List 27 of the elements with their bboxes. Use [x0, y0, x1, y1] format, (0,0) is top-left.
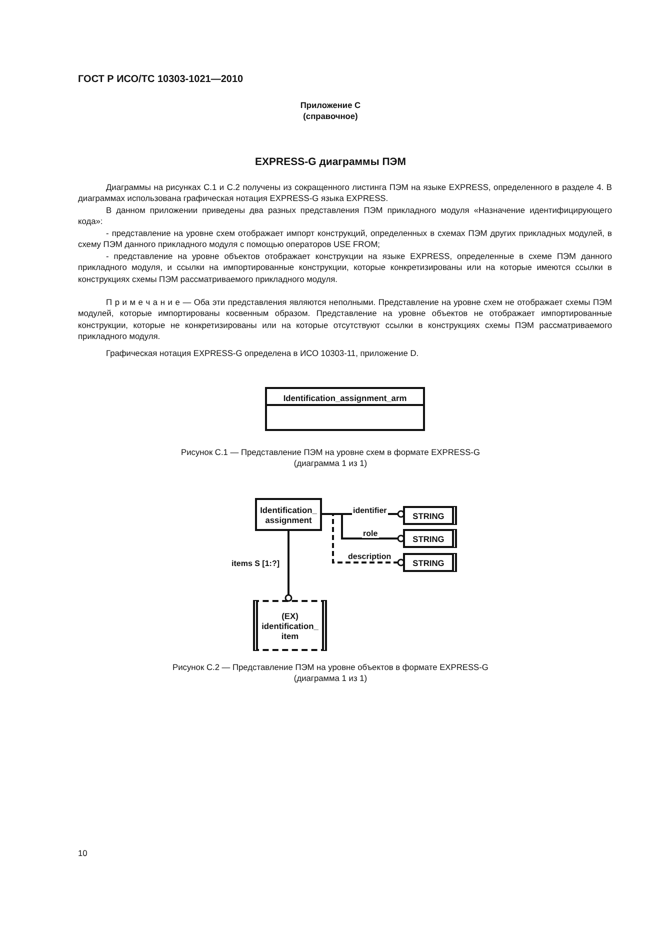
edge-label: identifier [352, 506, 388, 514]
paragraph: В данном приложении приведены два разных представления ПЭМ прикладного модуля «Назначение идентифицирующего кода»: [78, 205, 612, 228]
paragraph: Диаграммы на рисунках C.1 и C.2 получены из сокращенного листинга ПЭМ на языке EXPRESS, определенного в разделе 4. В диаграммах использована графическая нотация EXPRESS-G языка EXPRESS. [78, 182, 612, 205]
appendix-heading: Приложение C [299, 100, 362, 112]
note-text: П р и м е ч а н и е — Оба эти представления являются неполными. Представление на уровне схем не отображает схемы ПЭМ модулей, которые импортированы косвенным образом. Представление на уровне объектов не отображает импортированные конструкции, которые не конкретизированы или на которые отсутствуют ссылки в конструкциях схемы ПЭМ рассматриваемого прикладного модуля. [78, 297, 612, 343]
entity-box: Identification_ assignment [255, 498, 322, 531]
schema-box: Identification_assignment_arm [265, 387, 425, 431]
type-box: STRING [403, 506, 457, 525]
edge-label: items S [1:?] [230, 559, 281, 568]
relationship-line [284, 531, 292, 602]
list-item: - представление на уровне объектов отображает конструкции на языке EXPRESS, определенные в схеме ПЭМ данного прикладного модуля, и ссылки на импортированные конструкции, которые конкретизированы или на которые имеются ссылки в конструкциях схемы ПЭМ рассматриваемого прикладного модуля. [78, 251, 612, 286]
type-box: STRING [403, 529, 457, 548]
list-item: - представление на уровне схем отображает импорт конструкций, определенных в схемах ПЭМ других прикладных модулей, в схему ПЭМ данного прикладного модуля с помощью операторов USE FROM; [78, 228, 612, 251]
relationship-line [322, 513, 405, 566]
appendix-subheading: (справочное) [302, 111, 359, 122]
edge-label: description [347, 552, 392, 560]
select-type-box: (EX) identification_ item [253, 600, 327, 651]
page-number: 10 [78, 848, 88, 860]
figure-caption: Рисунок C.2 — Представление ПЭМ на уровне объектов в формате EXPRESS-G [172, 662, 490, 674]
section-title: EXPRESS-G диаграммы ПЭМ [254, 157, 407, 168]
type-box: STRING [403, 553, 457, 572]
figure-caption: Рисунок C.1 — Представление ПЭМ на уровне схем в формате EXPRESS-G [180, 447, 481, 458]
figure-caption: (диаграмма 1 из 1) [292, 458, 368, 470]
edge-label: role [362, 528, 379, 538]
document-header: ГОСТ Р ИСО/ТС 10303-1021—2010 [78, 74, 244, 86]
paragraph: Графическая нотация EXPRESS-G определена в ИСО 10303-11, приложение D. [105, 348, 420, 360]
figure-caption: (диаграмма 1 из 1) [292, 673, 368, 684]
